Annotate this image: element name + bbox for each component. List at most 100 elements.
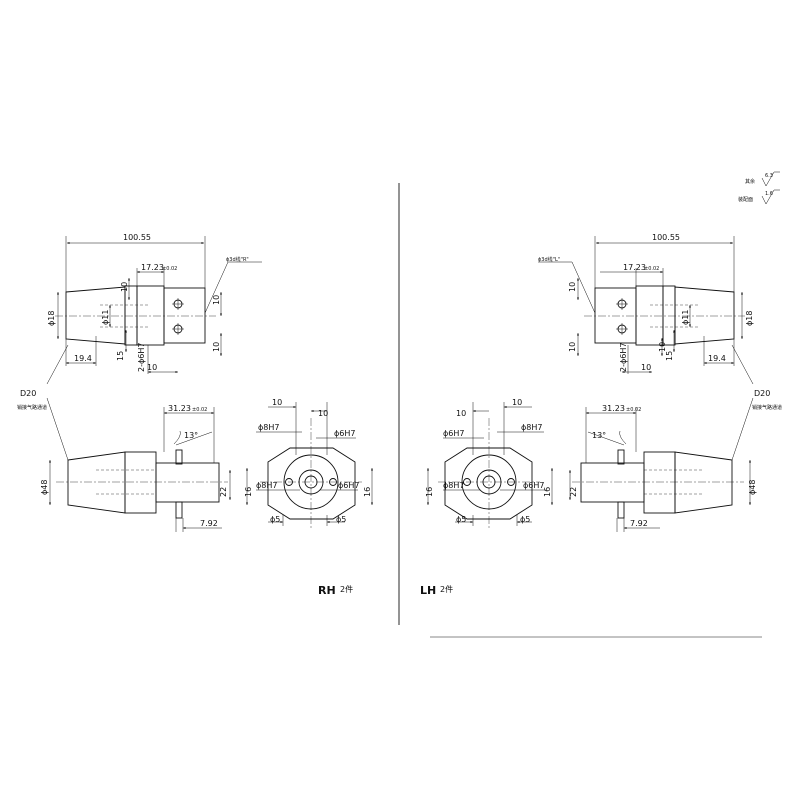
lh-end-h6-top: ϕ6H7 bbox=[443, 429, 464, 438]
rh-callout-note: 销接气路通道 bbox=[17, 404, 47, 411]
rh-dim-dia48: ϕ48 bbox=[40, 480, 49, 495]
rh-hole-note: ϕ3d线"R" bbox=[226, 256, 249, 263]
svg-text:±0.02: ±0.02 bbox=[192, 407, 207, 413]
rh-dim-31-23: 31.23 bbox=[168, 404, 191, 413]
finish-fit-value: 1.6 bbox=[765, 191, 773, 197]
lh-end-outline bbox=[444, 447, 533, 520]
rh-side-body bbox=[67, 451, 126, 514]
rh-end-h6-mid: ϕ6H7 bbox=[338, 481, 359, 490]
rh-callout: D20 销接气路通道 bbox=[17, 344, 69, 461]
lh-callout: D20 销接气路通道 bbox=[731, 344, 782, 461]
rh-end-dim-16-left: 16 bbox=[244, 487, 253, 497]
lh-dim-15: 15 bbox=[665, 351, 674, 361]
rh-dim-15: 15 bbox=[116, 351, 125, 361]
rh-dim-10b: 10 bbox=[212, 295, 221, 305]
lh-end-dim-10-left: 10 bbox=[456, 409, 466, 418]
rh-dim-dia11: ϕ11 bbox=[101, 310, 110, 325]
rh-part: 100.55 17.23 ±0.02 ϕ3d线"R" ϕ18 ϕ11 19.4 … bbox=[17, 233, 373, 597]
lh-dim-dia18: ϕ18 bbox=[745, 311, 754, 326]
lh-callout-label: D20 bbox=[754, 389, 770, 398]
lh-top-step bbox=[662, 285, 676, 346]
lh-end-dim-5-left: ϕ5 bbox=[456, 515, 466, 524]
rh-pin-bottom bbox=[175, 501, 183, 519]
rh-top-block bbox=[136, 285, 165, 346]
rh-dim-7-92: 7.92 bbox=[200, 519, 218, 528]
rh-dim-offset-tol: ±0.02 bbox=[162, 266, 177, 272]
lh-top-view: 100.55 17.23 ±0.02 ϕ3d线"L" ϕ18 ϕ11 19.4 … bbox=[538, 233, 754, 374]
rh-dim-22: 22 bbox=[219, 487, 228, 497]
rh-dim-10a: 10 bbox=[120, 282, 129, 292]
rh-label: RH bbox=[318, 584, 336, 597]
rh-end-h6-top: ϕ6H7 bbox=[334, 429, 355, 438]
lh-part: 100.55 17.23 ±0.02 ϕ3d线"L" ϕ18 ϕ11 19.4 … bbox=[420, 233, 782, 597]
lh-dim-offset-tol: ±0.02 bbox=[644, 266, 659, 272]
lh-dim-angle: 13° bbox=[592, 431, 606, 440]
rh-side-head bbox=[155, 462, 220, 503]
rh-dim-10c: 10 bbox=[212, 342, 221, 352]
lh-hole-note: ϕ3d线"L" bbox=[538, 256, 560, 263]
rh-end-dim-10-left: 10 bbox=[272, 398, 282, 407]
lh-side-collar bbox=[643, 451, 676, 514]
lh-side-body bbox=[674, 451, 733, 514]
rh-end-h8-top: ϕ8H7 bbox=[258, 423, 279, 432]
rh-end-dim-5-left: ϕ5 bbox=[270, 515, 280, 524]
rh-dim-dia18: ϕ18 bbox=[47, 311, 56, 326]
lh-end-dim-16-right: 16 bbox=[543, 487, 552, 497]
lh-top-head bbox=[594, 287, 637, 344]
rh-end-h8-mid: ϕ8H7 bbox=[256, 481, 277, 490]
lh-end-view: 10 10 ϕ6H7 ϕ8H7 ϕ8H7 ϕ6H7 16 16 ϕ5 ϕ5 bbox=[425, 398, 553, 528]
rh-dim-10d: 10 bbox=[147, 363, 157, 372]
rh-pin-top bbox=[175, 449, 183, 465]
lh-dim-10b: 10 bbox=[568, 342, 577, 352]
svg-text:±0.02: ±0.02 bbox=[626, 407, 641, 413]
lh-dim-10d: 10 bbox=[641, 363, 651, 372]
lh-pin-top bbox=[617, 449, 625, 465]
lh-callout-note: 销接气路通道 bbox=[752, 404, 782, 411]
lh-end-h6-mid: ϕ6H7 bbox=[523, 481, 544, 490]
rh-side-collar bbox=[124, 451, 157, 514]
lh-dim-19-4: 19.4 bbox=[708, 354, 726, 363]
rh-dim-length: 100.55 bbox=[123, 233, 151, 242]
lh-dim-length: 100.55 bbox=[652, 233, 680, 242]
roughness-symbol-icon bbox=[761, 189, 780, 205]
rh-dim-offset: 17.23 bbox=[141, 263, 164, 272]
rh-end-outline bbox=[267, 447, 356, 520]
finish-rest-label: 其余 bbox=[745, 178, 755, 185]
rh-top-head bbox=[163, 287, 206, 344]
rh-qty: 2件 bbox=[340, 584, 353, 594]
lh-side-view: 31.23 ±0.02 13° ϕ48 22 7.92 bbox=[569, 404, 757, 532]
lh-label: LH bbox=[420, 584, 436, 597]
rh-end-dim-10-right: 10 bbox=[318, 409, 328, 418]
rh-top-view: 100.55 17.23 ±0.02 ϕ3d线"R" ϕ18 ϕ11 19.4 … bbox=[47, 233, 262, 374]
lh-end-dim-10-right: 10 bbox=[512, 398, 522, 407]
lh-dim-10c: 10 bbox=[658, 342, 667, 352]
rh-end-dim-5-right: ϕ5 bbox=[336, 515, 346, 524]
lh-dim-22: 22 bbox=[569, 487, 578, 497]
rh-dim-19-4: 19.4 bbox=[74, 354, 92, 363]
lh-end-dim-5-right: ϕ5 bbox=[520, 515, 530, 524]
lh-dim-dia48: ϕ48 bbox=[748, 480, 757, 495]
rh-end-dim-16-right: 16 bbox=[363, 487, 372, 497]
lh-end-h8-mid: ϕ8H7 bbox=[443, 481, 464, 490]
rh-top-body bbox=[65, 286, 126, 345]
lh-top-block bbox=[635, 285, 664, 346]
lh-dim-10a: 10 bbox=[568, 282, 577, 292]
rh-callout-label: D20 bbox=[20, 389, 36, 398]
lh-end-dim-16-left: 16 bbox=[425, 487, 434, 497]
finish-rest-value: 6.3 bbox=[765, 173, 773, 179]
rh-end-view: 10 10 ϕ8H7 ϕ6H7 ϕ8H7 ϕ6H7 16 16 ϕ5 ϕ5 bbox=[244, 398, 373, 528]
lh-pin-bottom bbox=[617, 501, 625, 519]
roughness-symbol-icon bbox=[761, 171, 780, 187]
lh-dim-7-92: 7.92 bbox=[630, 519, 648, 528]
rh-top-step bbox=[124, 285, 138, 346]
lh-qty: 2件 bbox=[440, 584, 453, 594]
rh-side-view: 31.23 ±0.02 13° ϕ48 22 7.92 bbox=[40, 404, 231, 532]
lh-dim-31-23: 31.23 bbox=[602, 404, 625, 413]
lh-dim-dia11: ϕ11 bbox=[681, 310, 690, 325]
rh-dim-holes: 2-ϕ6H7 bbox=[137, 343, 146, 372]
surface-finish-notes: 其余 6.3 装配面 1.6 bbox=[738, 171, 780, 205]
finish-fit-label: 装配面 bbox=[738, 196, 753, 203]
lh-dim-offset: 17.23 bbox=[623, 263, 646, 272]
rh-dim-angle: 13° bbox=[184, 431, 198, 440]
